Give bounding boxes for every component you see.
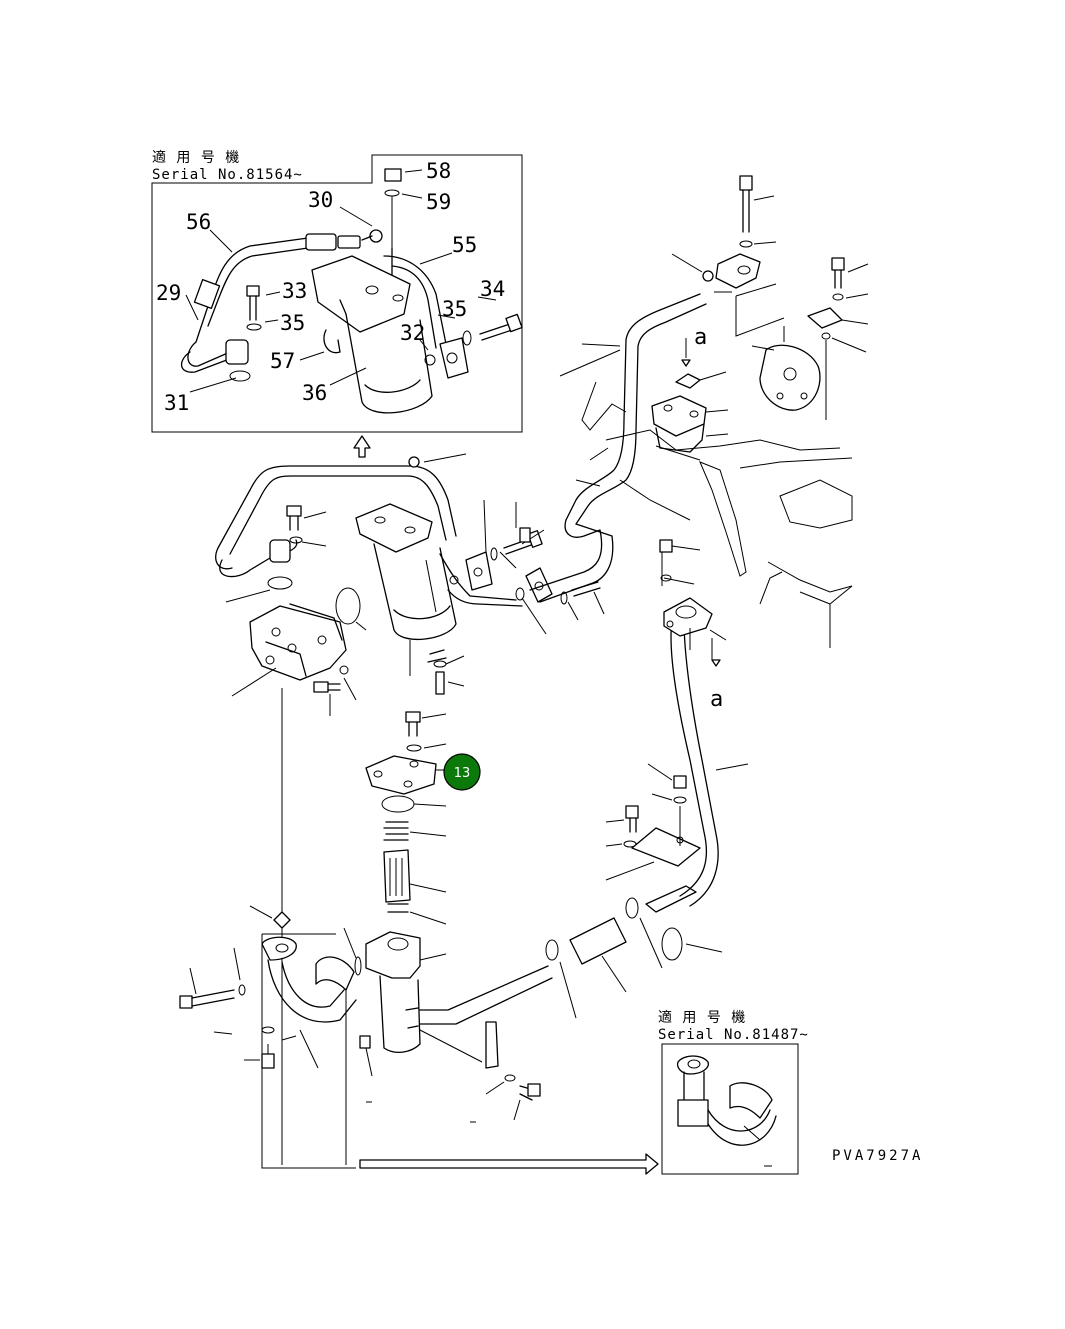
inset-top-header: 適 用 号 機 — [152, 149, 240, 166]
washer-59 — [384, 189, 400, 197]
inset-top: 適 用 号 機 Serial No.81564~ — [151, 149, 523, 433]
inset-bottom-header: 適 用 号 機 — [658, 1009, 746, 1026]
hose-fitting — [305, 233, 337, 251]
nipple-30 — [369, 229, 383, 243]
hose-end-fitting — [193, 278, 221, 310]
filter-element-36 — [364, 379, 421, 393]
o-ring-35 — [462, 330, 472, 346]
label-58: 58 — [426, 159, 451, 183]
drawing-code: PVA7927A — [832, 1148, 923, 1164]
view-a-lower: a — [710, 687, 723, 712]
callout-13[interactable]: 13 — [443, 753, 481, 791]
label-32: 32 — [400, 321, 425, 345]
main-filter-head — [355, 503, 433, 553]
clamp-block — [225, 339, 249, 365]
inset-bottom-serial: Serial No.81487~ — [658, 1027, 809, 1043]
machine-frame: a — [529, 175, 869, 648]
nut-58 — [384, 168, 402, 182]
pipe-upper-left — [219, 539, 298, 578]
up-arrow-icon — [353, 435, 371, 458]
label-34: 34 — [480, 277, 505, 301]
label-33: 33 — [282, 279, 307, 303]
label-35a: 35 — [280, 311, 305, 335]
bolt-34 — [505, 313, 523, 333]
label-59: 59 — [426, 190, 451, 214]
label-36: 36 — [302, 381, 327, 405]
label-35b: 35 — [442, 297, 467, 321]
label-56: 56 — [186, 210, 211, 234]
inset-top-serial: Serial No.81564~ — [152, 167, 303, 183]
label-31: 31 — [164, 391, 189, 415]
filter-cover — [365, 755, 437, 795]
inset-bottom-frame — [661, 1043, 799, 1175]
bolt-33 — [246, 285, 260, 297]
label-55: 55 — [452, 233, 477, 257]
reference-box — [261, 934, 356, 1169]
filter-head — [311, 255, 411, 333]
flange-55 — [439, 337, 469, 379]
inset-bottom: 適 用 号 機 Serial No.81487~ — [658, 1009, 809, 1175]
o-ring-32 — [424, 354, 436, 366]
hose-55 — [383, 255, 447, 345]
callout-13-label: 13 — [454, 766, 471, 781]
inset-top-frame — [151, 154, 523, 433]
label-30: 30 — [308, 188, 333, 212]
washer-35 — [246, 323, 262, 331]
pipe-29 — [180, 351, 233, 373]
o-ring-31 — [229, 370, 251, 382]
right-arrow-icon — [359, 1153, 659, 1175]
callout-13-badge — [443, 753, 481, 791]
label-57: 57 — [270, 349, 295, 373]
clip-57 — [323, 329, 341, 354]
filter-housing — [365, 931, 421, 979]
view-a-upper: a — [694, 325, 707, 350]
main-assembly: 13 — [179, 453, 749, 1165]
label-29: 29 — [156, 281, 181, 305]
